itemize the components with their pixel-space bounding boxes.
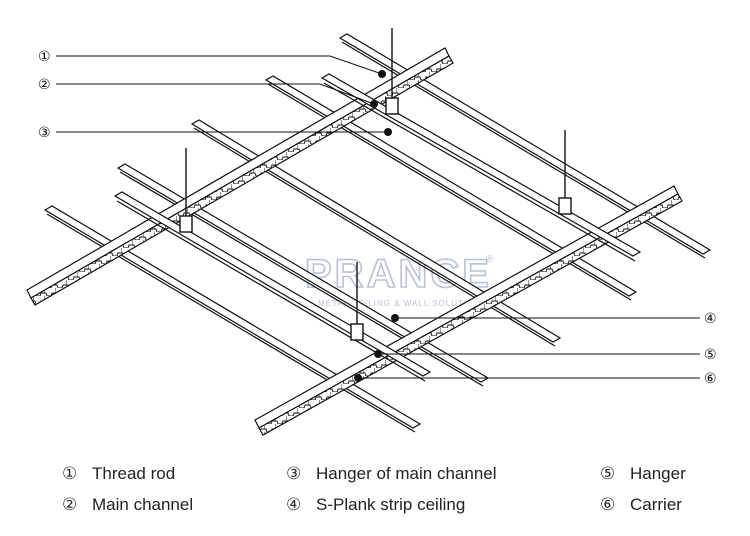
s-plank-strip: [338, 33, 712, 255]
legend-number: ④: [286, 495, 302, 515]
legend-number: ③: [286, 464, 302, 484]
legend-number: ⑤: [600, 464, 616, 484]
legend-item-s-plank-strip-ceiling: ④ S-Plank strip ceiling: [286, 495, 465, 515]
hanger: [179, 215, 193, 233]
hanger: [558, 197, 572, 215]
hanger: [350, 323, 364, 341]
legend-item-thread-rod: ① Thread rod: [62, 464, 175, 484]
carrier-teeth: [30, 55, 454, 306]
s-plank-strip: [264, 75, 638, 297]
s-plank-strip: [190, 119, 562, 343]
s-plank-strips: [43, 33, 712, 433]
legend-item-carrier: ⑥ Carrier: [600, 495, 682, 515]
callout-markers: ① ② ③ ④ ⑤ ⑥: [38, 49, 717, 387]
callout-marker-6: ⑥: [704, 371, 717, 387]
callout-marker-3: ③: [38, 125, 51, 141]
leader-lines: [56, 55, 700, 379]
s-plank-strip: [43, 205, 422, 429]
hangers: [179, 28, 572, 341]
legend-label: Main channel: [92, 495, 194, 514]
legend-number: ②: [62, 495, 78, 515]
watermark: PRANCE ® METAL CEILING & WALL SOLUTIONS: [304, 251, 494, 308]
callout-marker-5: ⑤: [704, 347, 717, 363]
callout-marker-1: ①: [38, 49, 51, 65]
legend-item-main-channel: ② Main channel: [62, 495, 193, 515]
legend-label: Thread rod: [92, 464, 176, 483]
legend-label: Carrier: [630, 495, 682, 514]
watermark-registered-mark: ®: [486, 254, 494, 265]
watermark-tagline: METAL CEILING & WALL SOLUTIONS: [318, 299, 487, 308]
legend-number: ①: [62, 464, 78, 484]
legend-label: Hanger of main channel: [316, 464, 497, 483]
legend-item-hanger: ⑤ Hanger: [600, 464, 686, 484]
carriers: [26, 47, 683, 436]
hanger: [385, 97, 399, 115]
legend-label: Hanger: [630, 464, 686, 483]
carrier-teeth: [258, 193, 683, 436]
callout-marker-4: ④: [704, 311, 717, 327]
legend-item-hanger-of-main-channel: ③ Hanger of main channel: [286, 464, 497, 484]
ceiling-system-diagram: PRANCE ® METAL CEILING & WALL SOLUTIONS: [26, 28, 717, 436]
legend-number: ⑥: [600, 495, 616, 515]
legend-label: S-Plank strip ceiling: [316, 495, 466, 514]
callout-marker-2: ②: [38, 77, 51, 93]
